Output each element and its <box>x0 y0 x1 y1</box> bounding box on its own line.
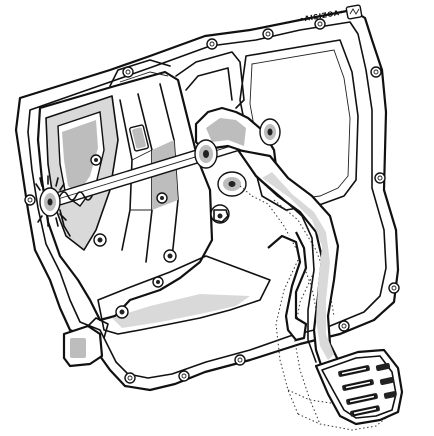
bolt-top-2 <box>262 28 274 40</box>
fastener-4 <box>156 192 168 204</box>
pedal-ghost-outline <box>239 185 387 431</box>
bolt-bottom-2 <box>234 354 246 366</box>
center-pivot-boss <box>217 171 247 197</box>
bolt-top-1 <box>206 38 218 50</box>
pedal-pad <box>314 348 404 426</box>
center-bolt <box>210 204 230 224</box>
left-shaft-collar <box>35 175 67 227</box>
bolt-left-2 <box>24 194 36 206</box>
bolt-right-3 <box>388 282 400 294</box>
bolt-bottom-4 <box>124 372 136 384</box>
pad-treads <box>338 362 397 417</box>
fastener-3 <box>115 305 129 319</box>
fastener-6 <box>152 276 164 288</box>
left-return-spring <box>59 191 93 237</box>
bolt-right-2 <box>374 172 386 184</box>
flange-bolts <box>24 18 400 384</box>
fastener-2 <box>163 249 177 263</box>
bolt-top-3 <box>314 18 326 30</box>
left-mount-tab <box>62 317 109 368</box>
fastener-5 <box>90 154 102 166</box>
bolt-bottom-1 <box>338 320 350 332</box>
upper-bracket <box>109 51 245 109</box>
pedal-lever <box>194 106 342 376</box>
bolt-bottom-3 <box>178 370 190 382</box>
fastener-1 <box>93 233 107 247</box>
housing-fasteners <box>90 154 177 319</box>
bolt-right-1 <box>370 66 382 78</box>
